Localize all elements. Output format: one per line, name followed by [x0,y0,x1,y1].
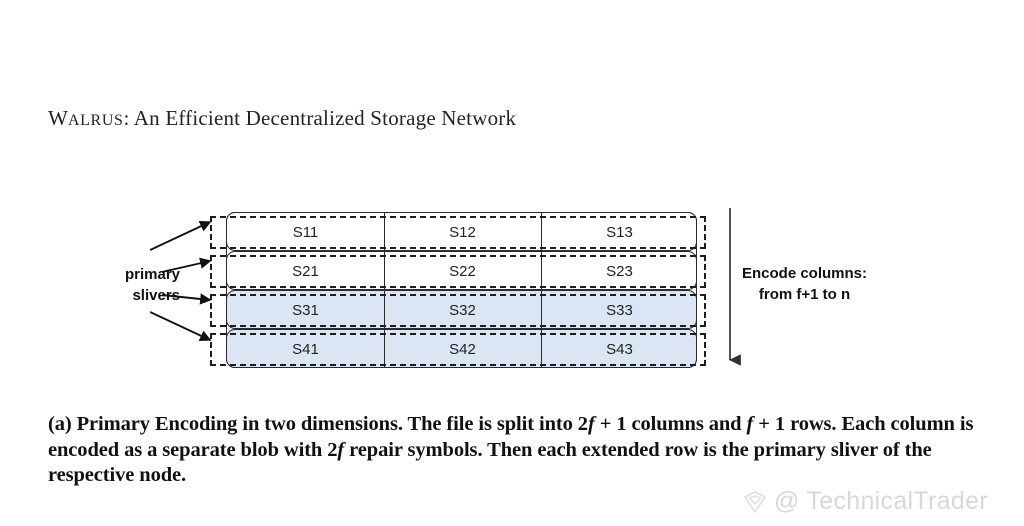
page-title: WALRUS: An Efficient Decentralized Stora… [48,104,516,135]
caption-math-1-num: 2 [577,413,588,435]
page-title-lead: W [48,106,69,130]
primary-slivers-arrows [149,200,230,380]
column-separator [541,290,542,329]
caption-text-2: columns and [626,413,747,435]
column-separator [384,251,385,290]
grid-row-1: S11 S12 S13 [226,212,697,251]
caption-math-2-tail: + 1 [753,413,786,435]
encode-columns-label-line2: from f+1 to n [758,286,851,303]
column-separator [541,329,542,368]
sliver-outline-row-3 [210,294,706,327]
grid-row-3: S31 S32 S33 [226,290,697,329]
figure-caption: (a) Primary Encoding in two dimensions. … [48,412,978,489]
grid-cell: S23 [606,263,633,280]
caption-label: (a) [48,413,72,435]
grid-cell: S43 [606,341,633,358]
caption-math-1-tail: + 1 [594,413,627,435]
column-separator [541,212,542,251]
primary-slivers-label-line2: slivers [132,287,180,304]
page-title-rest: : An Efficient Decentralized Storage Net… [123,106,517,130]
sliver-outline-row-2 [210,255,706,288]
caption-math-2-var: f [746,413,754,435]
grid-cell: S42 [449,341,476,358]
column-separator [541,251,542,290]
grid-cell: S22 [449,263,476,280]
sliver-outline-row-4 [210,333,706,366]
encode-columns-label: Encode columns: from f+1 to n [742,263,867,305]
encoding-grid: S11 S12 S13 S21 S22 S23 S31 S32 S33 S41 … [226,212,697,368]
grid-cell: S33 [606,302,633,319]
grid-cell: S32 [449,302,476,319]
grid-cell: S31 [292,302,319,319]
caption-text-4: repair symbols. Then each extended row i… [48,438,932,487]
grid-cell: S11 [292,224,319,241]
arrow-fan-icon [149,221,212,341]
sliver-outline-row-1 [210,216,706,249]
caption-math-3-var: f [337,438,345,461]
grid-cell: S13 [606,224,633,241]
encode-columns-label-line1: Encode columns: [742,265,868,282]
sliver-outlines [210,214,706,369]
caption-text-3: rows. Each column is encoded as a separa… [48,413,974,461]
column-separator [384,212,385,251]
grid-cell: S41 [292,341,319,358]
caption-math-1-var: f [587,413,595,435]
grid-row-4: S41 S42 S43 [226,329,697,368]
column-separator [384,329,385,368]
column-separator [384,290,385,329]
caption-text-1: Primary Encoding in two dimensions. The … [71,413,578,435]
caption-math-3-num: 2 [327,438,338,461]
grid-row-2: S21 S22 S23 [226,251,697,290]
grid-cell: S21 [292,263,319,280]
arrow-down-icon [728,208,741,366]
encode-direction-arrow [710,200,750,380]
page-title-smallcaps: ALRUS [68,112,124,129]
grid-cell: S12 [449,224,476,241]
